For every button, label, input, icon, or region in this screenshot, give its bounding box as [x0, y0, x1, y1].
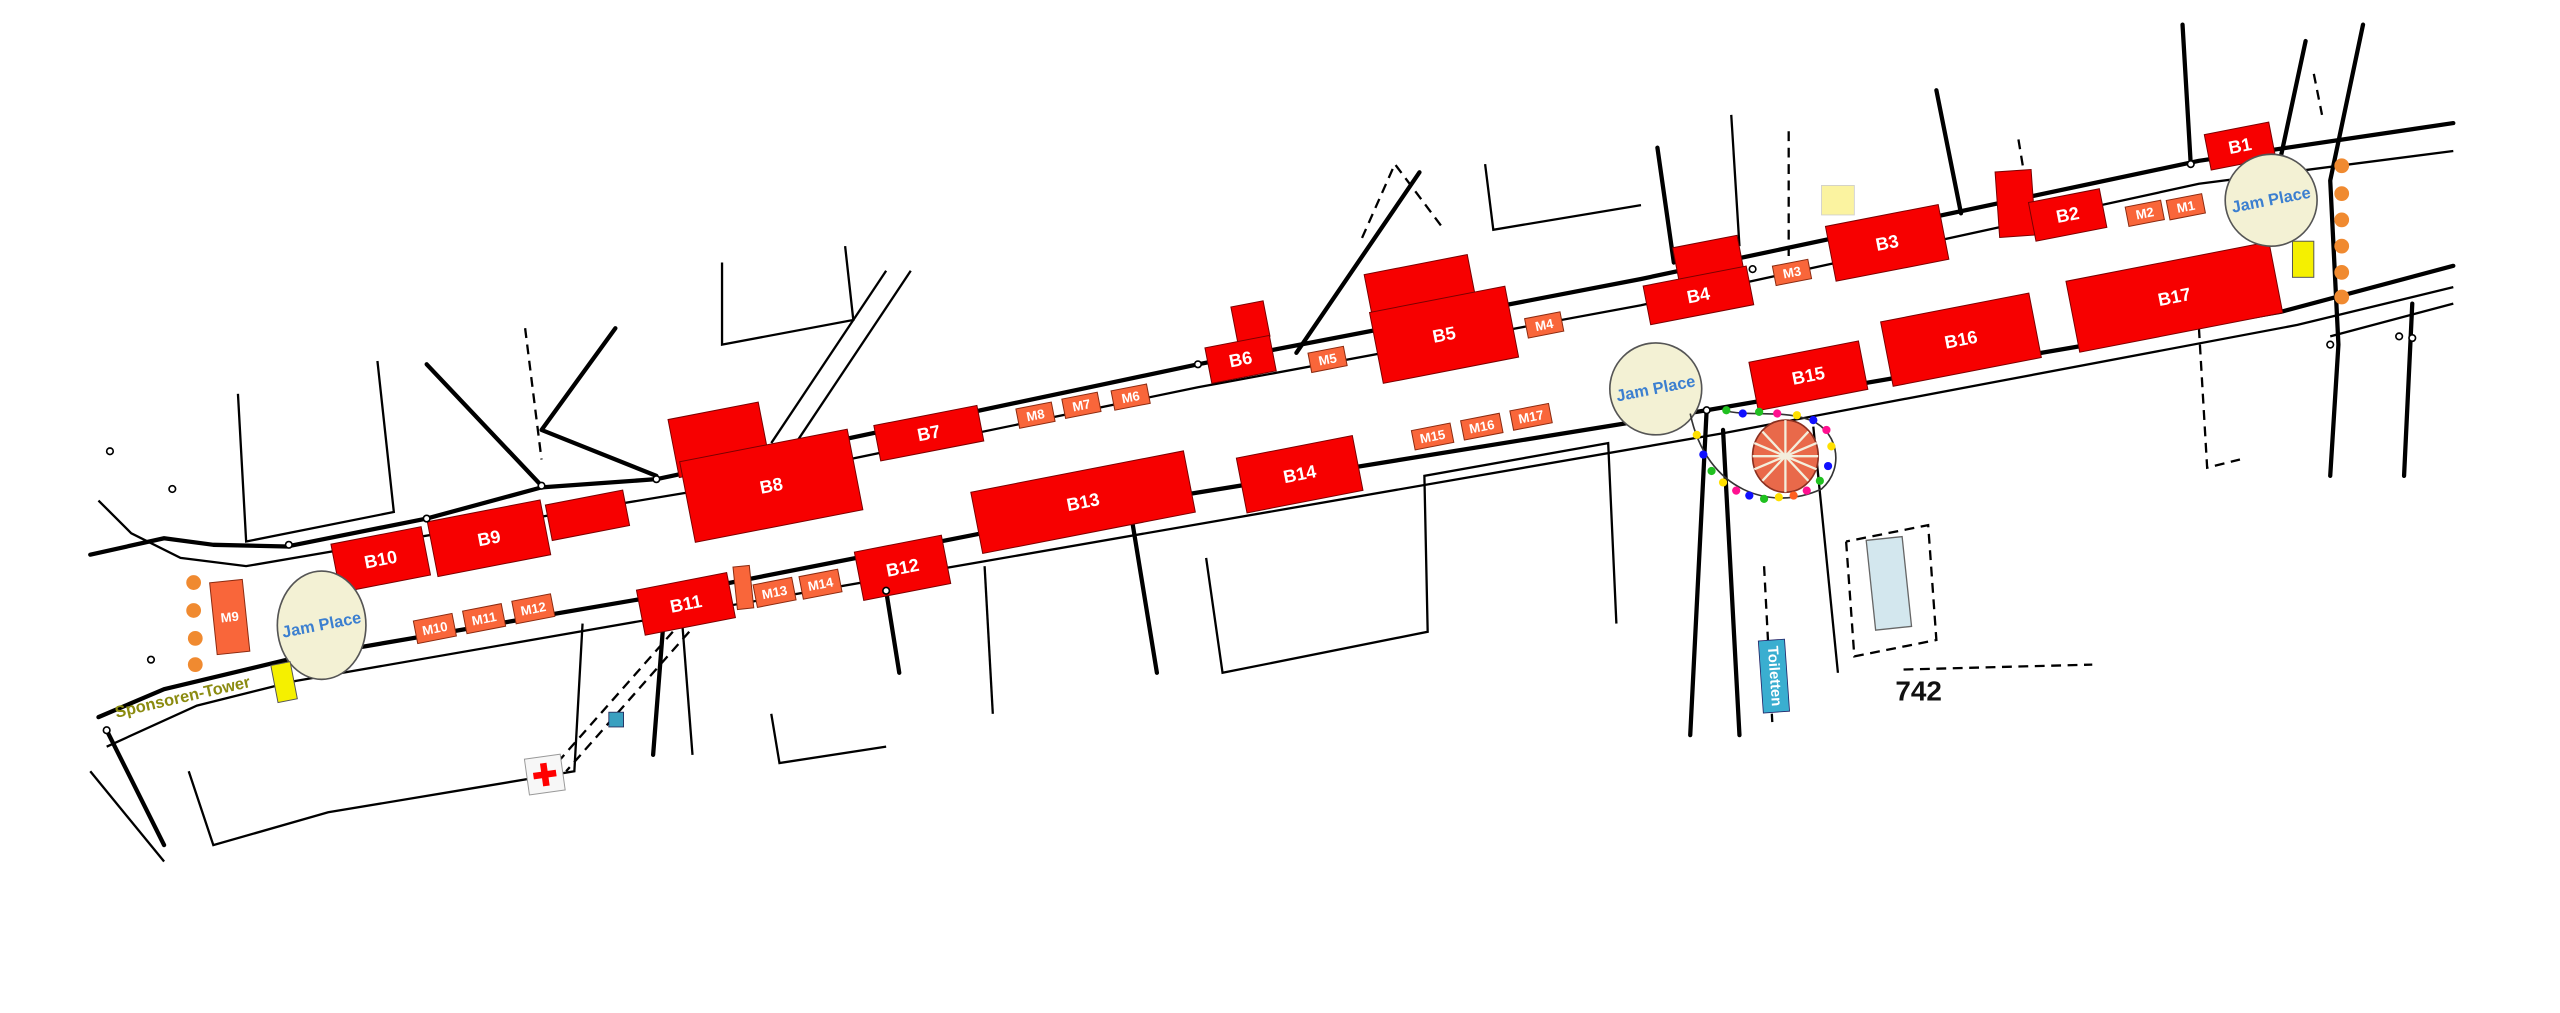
booth-b17[interactable]: B17	[2065, 241, 2284, 353]
toilets[interactable]: Toiletten	[1757, 638, 1790, 714]
booth-label: B4	[1685, 283, 1711, 307]
booth-b13[interactable]: B13	[970, 450, 1196, 554]
booth-b15[interactable]: B15	[1748, 340, 1869, 412]
booth-b12[interactable]: B12	[853, 534, 952, 601]
booth-label: B5	[1431, 323, 1457, 347]
booth-label: B8	[758, 474, 784, 498]
booth-b10[interactable]: B10	[330, 526, 432, 594]
booth-b9-annex	[544, 489, 631, 542]
street-number: 742	[1895, 676, 1942, 707]
ferris-wheel-icon	[1751, 419, 1820, 494]
booth-label: B6	[1227, 347, 1253, 371]
stall-m14[interactable]: M14	[798, 568, 843, 600]
stall-m8[interactable]: M8	[1015, 401, 1056, 429]
light-chain	[1689, 406, 1837, 503]
stall-m13[interactable]: M13	[752, 576, 797, 609]
jam-place-center[interactable]: Jam Place	[1609, 342, 1703, 436]
stall-label: M14	[807, 574, 836, 594]
stall-label: M13	[761, 583, 789, 603]
stall-m5[interactable]: M5	[1307, 345, 1348, 374]
stall-label: M12	[519, 599, 547, 619]
orange-bollards-west	[186, 575, 203, 672]
stall-label: M7	[1071, 396, 1092, 414]
stall-label: M9	[220, 609, 240, 626]
booth-b2[interactable]: B2	[2027, 188, 2108, 242]
stall-m1[interactable]: M1	[2165, 193, 2206, 221]
stall-label: M2	[2134, 204, 2155, 222]
stall-label: M10	[421, 619, 449, 639]
orange-bollards-east	[2334, 158, 2350, 305]
stall-label: M16	[1468, 417, 1496, 437]
stall-m12[interactable]: M12	[511, 593, 556, 625]
info-point	[608, 711, 624, 728]
building-outlines	[187, 73, 2324, 847]
stall-m11[interactable]: M11	[461, 603, 507, 635]
tower-east	[2291, 240, 2315, 278]
booth-b4[interactable]: B4	[1642, 265, 1755, 326]
booth-b8[interactable]: B8	[679, 428, 864, 543]
streets	[88, 22, 2456, 863]
stall-label: M17	[1517, 407, 1545, 427]
stall-m6[interactable]: M6	[1110, 383, 1151, 411]
booth-label: B7	[916, 421, 942, 445]
stall-label: M11	[471, 609, 498, 628]
booth-b3[interactable]: B3	[1824, 203, 1950, 282]
stall-label: M3	[1782, 263, 1803, 281]
booth-label: B3	[1874, 231, 1900, 255]
booth-b9[interactable]: B9	[426, 499, 552, 578]
stall-m16[interactable]: M16	[1460, 412, 1504, 441]
jam-place-east[interactable]: Jam Place	[2224, 153, 2318, 247]
stall-label: M15	[1419, 427, 1447, 447]
jam-place-west[interactable]: Jam Place	[276, 570, 367, 681]
first-aid-icon[interactable]	[523, 753, 566, 796]
stall-m17[interactable]: M17	[1509, 402, 1553, 431]
booth-label: B9	[476, 526, 502, 550]
booth-b16[interactable]: B16	[1880, 292, 2042, 387]
road-nodes	[102, 159, 2417, 735]
stall-label: M5	[1317, 350, 1338, 368]
water-basin	[1865, 535, 1913, 631]
toilets-label: Toiletten	[1764, 645, 1784, 706]
sponsor-tower[interactable]	[270, 661, 298, 704]
booth-b11[interactable]: B11	[635, 571, 737, 636]
stall-label: M8	[1025, 406, 1046, 424]
booth-b14[interactable]: B14	[1235, 435, 1364, 514]
stall-m7[interactable]: M7	[1061, 391, 1102, 420]
booth-label: B2	[2054, 203, 2080, 227]
stall-label: M1	[2175, 198, 2196, 216]
booth-b6[interactable]: B6	[1204, 334, 1277, 384]
stall-m9[interactable]: M9	[209, 578, 251, 656]
stall-m10[interactable]: M10	[412, 612, 457, 645]
booth-b5[interactable]: B5	[1368, 285, 1520, 384]
stall-label: M4	[1534, 316, 1555, 334]
stall-m4[interactable]: M4	[1524, 311, 1565, 339]
stall-m15[interactable]: M15	[1410, 422, 1455, 451]
stall-annex	[732, 564, 755, 611]
booth-b7[interactable]: B7	[873, 404, 985, 462]
stall-m2[interactable]: M2	[2124, 199, 2165, 228]
stall-m3[interactable]: M3	[1771, 258, 1813, 287]
stall-label: M6	[1120, 388, 1141, 406]
booth-label: B1	[2227, 134, 2253, 158]
info-stand	[1821, 185, 1855, 216]
